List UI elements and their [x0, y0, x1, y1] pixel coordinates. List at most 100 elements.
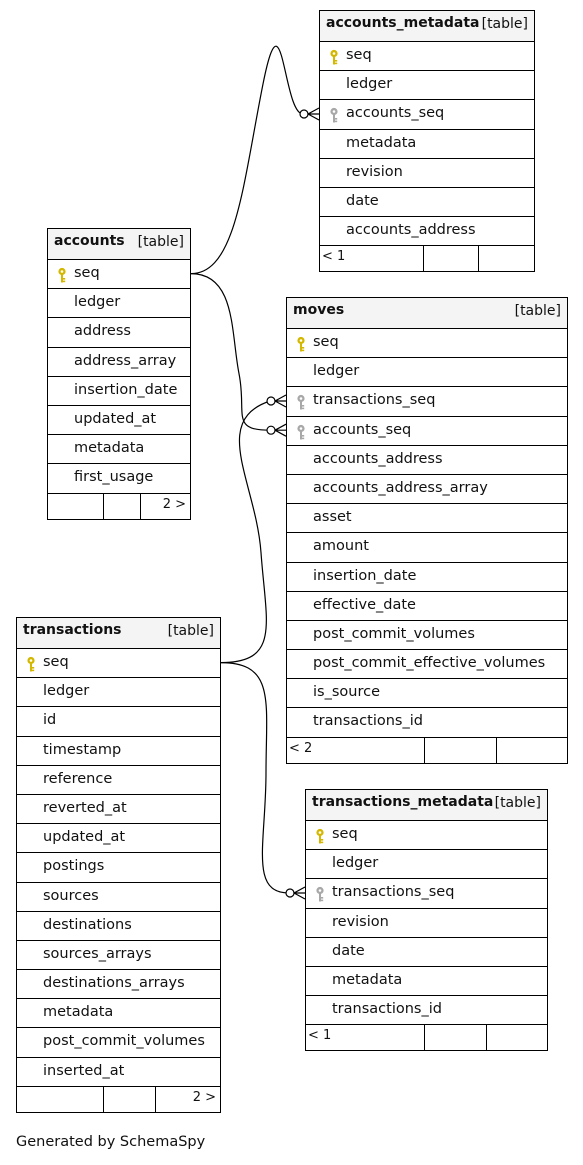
table-transactions-metadata[interactable]: transactions_metadata[table]seq ledger tra…	[305, 789, 548, 1052]
column-row[interactable]: reverted_at	[17, 795, 220, 825]
crows-foot-marker	[274, 423, 287, 437]
column-row[interactable]: date	[320, 188, 534, 218]
column-row[interactable]: effective_date	[287, 592, 567, 621]
column-row[interactable]: post_commit_volumes	[287, 621, 567, 651]
column-row[interactable]: insertion_date	[48, 377, 190, 406]
column-row[interactable]: accounts_address	[287, 446, 567, 475]
column-name: date	[346, 192, 379, 209]
column-row[interactable]: post_commit_effective_volumes	[287, 650, 567, 680]
column-row[interactable]: transactions_id	[306, 996, 547, 1026]
relation-line	[220, 662, 290, 894]
column-row[interactable]: seq	[287, 329, 567, 359]
column-row[interactable]: revision	[320, 159, 534, 188]
column-row[interactable]: postings	[17, 853, 220, 883]
column-row[interactable]: address	[48, 318, 190, 348]
column-name: sources_arrays	[43, 945, 152, 962]
column-row[interactable]: address_array	[48, 348, 190, 377]
relation-accounts-to-moves	[190, 273, 287, 437]
column-row[interactable]: metadata	[320, 130, 534, 159]
column-row[interactable]: seq	[306, 821, 547, 851]
column-row[interactable]: revision	[306, 909, 547, 938]
column-name: accounts_address_array	[313, 479, 488, 496]
column-name: postings	[43, 858, 105, 875]
column-row[interactable]: transactions_seq	[306, 879, 547, 909]
foreign-key-icon	[297, 424, 305, 440]
column-name: updated_at	[74, 410, 157, 427]
column-row[interactable]: date	[306, 938, 547, 967]
column-row[interactable]: accounts_address	[320, 217, 534, 247]
column-row[interactable]: id	[17, 707, 220, 737]
column-row[interactable]: updated_at	[17, 824, 220, 854]
primary-key-icon	[27, 656, 35, 672]
parents-link[interactable]: < 1	[322, 249, 346, 265]
column-row[interactable]: ledger	[287, 358, 567, 388]
column-row[interactable]: transactions_id	[287, 708, 567, 738]
column-row[interactable]: asset	[287, 504, 567, 534]
column-row[interactable]: updated_at	[48, 406, 190, 436]
column-row[interactable]: sources	[17, 883, 220, 912]
column-row[interactable]: ledger	[48, 289, 190, 319]
column-name: destinations_arrays	[43, 975, 185, 992]
column-name: transactions_id	[313, 713, 423, 730]
column-name: metadata	[346, 134, 417, 151]
column-row[interactable]: ledger	[306, 850, 547, 880]
column-row[interactable]: ledger	[17, 678, 220, 708]
column-row[interactable]: accounts_seq	[287, 417, 567, 446]
column-row[interactable]: sources_arrays	[17, 941, 220, 971]
column-row[interactable]: seq	[17, 649, 220, 679]
column-row[interactable]: seq	[320, 42, 534, 72]
column-name: timestamp	[43, 741, 122, 758]
footer-divider	[478, 246, 479, 272]
table-header: moves[table]	[287, 298, 567, 329]
column-row[interactable]: timestamp	[17, 737, 220, 766]
table-header: accounts_metadata[table]	[320, 11, 534, 42]
column-name: post_commit_volumes	[313, 625, 475, 642]
column-name: ledger	[74, 294, 121, 311]
parents-link[interactable]: < 1	[308, 1028, 332, 1044]
column-name: first_usage	[74, 469, 154, 486]
footer-divider	[140, 493, 141, 519]
optional-circle-marker	[266, 396, 276, 406]
column-row[interactable]: transactions_seq	[287, 387, 567, 417]
column-name: is_source	[313, 684, 380, 701]
children-link[interactable]: 2 >	[162, 496, 186, 512]
table-header: transactions_metadata[table]	[306, 790, 547, 821]
relation-line	[190, 45, 304, 275]
column-row[interactable]: reference	[17, 766, 220, 795]
column-name: seq	[313, 334, 339, 350]
column-row[interactable]: first_usage	[48, 464, 190, 494]
column-row[interactable]: accounts_address_array	[287, 475, 567, 505]
column-name: ledger	[313, 363, 360, 380]
column-row[interactable]: amount	[287, 533, 567, 563]
column-row[interactable]: ledger	[320, 71, 534, 101]
column-row[interactable]: destinations_arrays	[17, 970, 220, 1000]
parents-link[interactable]: < 2	[289, 740, 313, 756]
children-link[interactable]: 2 >	[192, 1089, 216, 1105]
optional-circle-marker	[266, 425, 276, 435]
footer-divider	[155, 1086, 156, 1112]
column-row[interactable]: accounts_seq	[320, 100, 534, 130]
column-row[interactable]: metadata	[48, 435, 190, 465]
relation-line	[190, 273, 271, 431]
column-name: insertion_date	[74, 381, 178, 398]
column-name: metadata	[332, 971, 403, 988]
column-name: address	[74, 323, 131, 340]
column-row[interactable]: insertion_date	[287, 563, 567, 592]
column-row[interactable]: metadata	[17, 999, 220, 1029]
primary-key-icon	[330, 49, 338, 65]
column-name: ledger	[332, 855, 379, 872]
column-row[interactable]: destinations	[17, 912, 220, 941]
column-row[interactable]: is_source	[287, 679, 567, 709]
column-name: metadata	[43, 1004, 114, 1021]
column-row[interactable]: seq	[48, 260, 190, 290]
column-row[interactable]: post_commit_volumes	[17, 1028, 220, 1058]
column-row[interactable]: metadata	[306, 967, 547, 997]
column-row[interactable]: inserted_at	[17, 1058, 220, 1087]
table-name: transactions	[23, 622, 122, 638]
table-type-label: [table]	[494, 795, 541, 811]
